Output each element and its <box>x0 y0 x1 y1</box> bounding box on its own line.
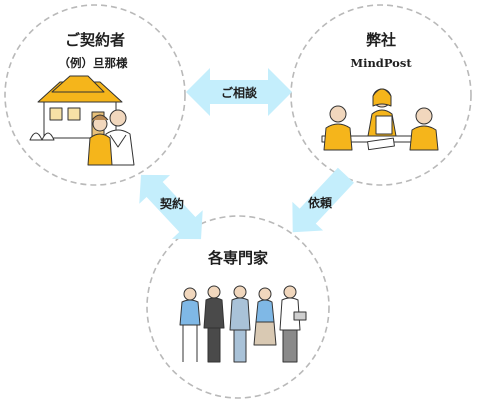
experts-title: 各専門家 <box>207 249 268 267</box>
experts-illustration <box>179 285 307 363</box>
consult-double-arrow <box>186 68 292 116</box>
request-label: 依頼 <box>308 195 333 210</box>
contract-double-arrow <box>139 174 203 240</box>
consult-label: ご相談 <box>221 85 258 100</box>
company-title: 弊社 <box>366 31 396 49</box>
client-subtitle: （例）旦那様 <box>59 56 128 70</box>
client-title: ご契約者 <box>65 31 125 49</box>
request-arrow <box>292 167 354 233</box>
house-couple-illustration <box>29 75 135 166</box>
contract-label: 契約 <box>159 196 184 211</box>
company-subtitle: MindPost <box>350 56 412 70</box>
consultation-illustration <box>321 88 439 151</box>
